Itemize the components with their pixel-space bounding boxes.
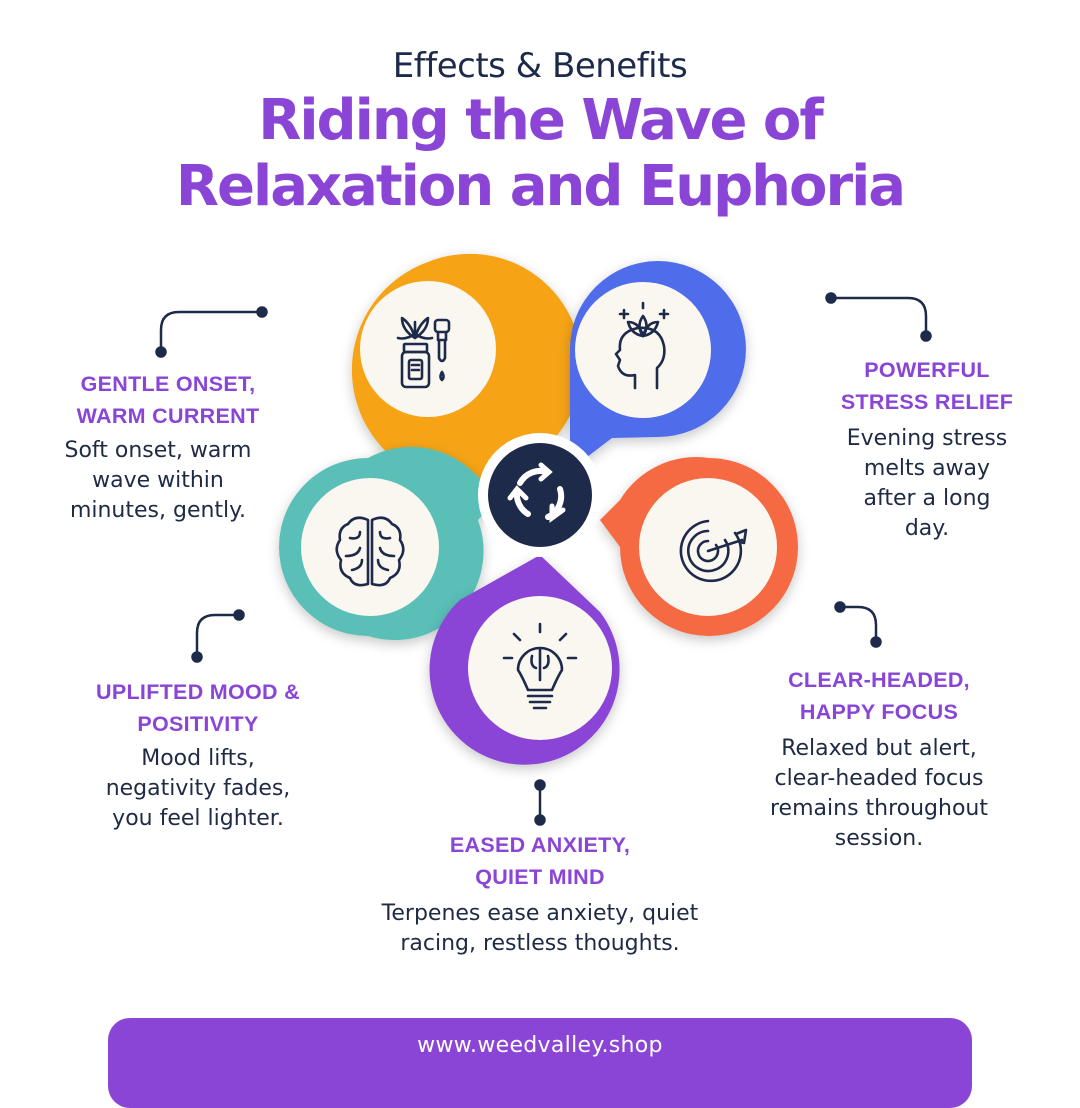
desc-line: after a long [863,486,991,511]
desc-line: melts away [863,456,991,481]
heading-line: CLEAR-HEADED, [788,668,970,692]
desc-line: Relaxed but alert, [781,736,977,761]
desc-line: negativity fades, [105,776,291,801]
heading-eased-anxiety: EASED ANXIETY, QUIET MIND [400,829,680,893]
connector-uplifted-mood [195,613,239,657]
desc-line: session. [834,826,924,851]
connector-lines [155,292,932,826]
heading-line: GENTLE ONSET, [80,372,256,396]
heading-line: WARM CURRENT [76,404,260,428]
center-hub [478,433,602,557]
desc-eased-anxiety: Terpenes ease anxiety, quiet racing, res… [330,899,750,959]
heading-line: POSITIVITY [137,712,259,736]
cannabis-tincture-icon [396,316,451,389]
title-line-2: Relaxation and Euphoria [175,154,906,219]
desc-line: Terpenes ease anxiety, quiet [381,901,699,926]
heading-line: HAPPY FOCUS [799,700,959,724]
desc-line: Evening stress [846,426,1008,451]
connector-clear-focus [840,605,878,642]
heading-uplifted-mood: UPLIFTED MOOD & POSITIVITY [68,676,328,740]
desc-line: remains throughout [770,796,988,821]
desc-line: you feel lighter. [112,806,284,831]
connector-gentle-onset [159,310,262,352]
cycle-arrows-icon [507,462,566,523]
heading-clear-focus: CLEAR-HEADED, HAPPY FOCUS [749,664,1009,728]
heading-line: POWERFUL [864,358,990,382]
brain-icon [335,516,405,587]
desc-line: minutes, gently. [69,498,247,523]
benefits-diagram [155,253,932,826]
lotus-head-icon [614,301,670,390]
footer-bar [108,1018,972,1108]
heading-line: QUIET MIND [475,865,605,889]
connector-stress-relief [831,296,928,336]
petal-uplifted-mood [279,446,500,641]
heading-stress-relief: POWERFUL STRESS RELIEF [807,354,1047,418]
desc-line: Soft onset, warm [64,438,252,463]
website-link[interactable]: www.weedvalley.shop [417,1033,663,1058]
heading-line: UPLIFTED MOOD & [96,680,300,704]
target-arrow-icon [679,519,748,583]
heading-line: EASED ANXIETY, [449,833,631,857]
desc-gentle-onset: Soft onset, warm wave within minutes, ge… [38,436,278,526]
title-line-1: Riding the Wave of [258,88,824,153]
page-title: Riding the Wave of Relaxation and Euphor… [0,88,1080,220]
desc-uplifted-mood: Mood lifts, negativity fades, you feel l… [78,744,318,834]
desc-clear-focus: Relaxed but alert, clear-headed focus re… [739,734,1019,854]
brain-lightbulb-icon [502,622,578,710]
desc-line: Mood lifts, [141,746,255,771]
heading-gentle-onset: GENTLE ONSET, WARM CURRENT [48,368,288,432]
desc-line: wave within [92,468,224,493]
subtitle: Effects & Benefits [392,46,688,86]
heading-line: STRESS RELIEF [840,390,1014,414]
desc-line: clear-headed focus [774,766,984,791]
desc-stress-relief: Evening stress melts away after a long d… [817,424,1037,544]
desc-line: racing, restless thoughts. [400,931,680,956]
desc-line: day. [904,516,950,541]
